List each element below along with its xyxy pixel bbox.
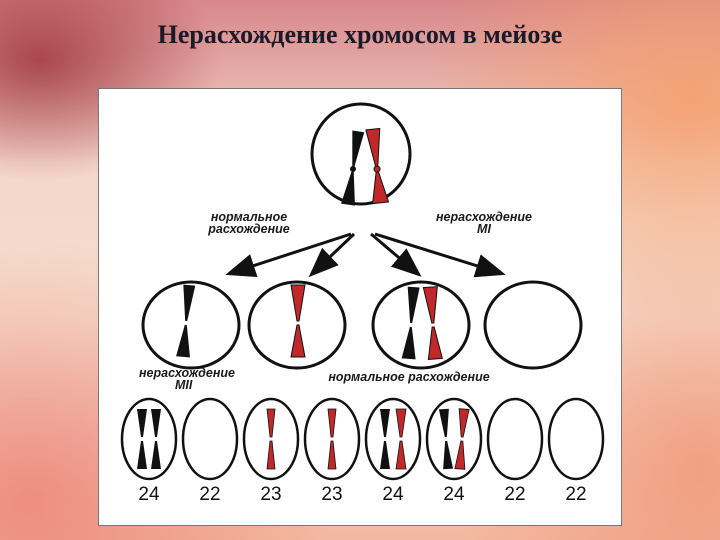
label-nondisjunction-mi-line1: нерасхождение [435, 210, 532, 224]
label-normal-second-division: нормальное расхождение [328, 370, 490, 384]
gamete-count-3: 23 [260, 484, 282, 505]
cell-d [483, 280, 583, 370]
label-normal-division: нормальное расхождение [194, 210, 304, 236]
parent-cell [310, 102, 412, 206]
chromosome-red [365, 127, 390, 205]
chromosome-black [341, 130, 365, 206]
gamete-count-2: 22 [199, 484, 221, 505]
arrow-2 [308, 232, 356, 278]
gamete-count-4: 23 [321, 484, 343, 505]
gamete-count-5: 24 [382, 484, 404, 505]
label-nondisjunction-mii: нерасхождение MII [125, 366, 249, 392]
label-nondisjunction-mii-line2: MII [175, 378, 193, 392]
meiosis-diagram: нормальное расхождение нерасхождение MI … [98, 88, 622, 526]
division-arrows [225, 232, 506, 278]
gamete-count-1: 24 [138, 484, 160, 505]
gamete-count-6: 24 [443, 484, 465, 505]
gamete-count-7: 22 [504, 484, 526, 505]
arrow-3 [370, 232, 422, 277]
label-nondisjunction-mi-line2: MI [477, 222, 491, 236]
slide-title: Нерасхождение хромосом в мейозе [157, 20, 563, 49]
cell-a [141, 280, 241, 370]
gamete-cells [120, 397, 605, 481]
arrow-1 [225, 232, 352, 277]
label-nondisjunction-mii-line1: нерасхождение [138, 366, 235, 380]
daughter-cells [141, 280, 583, 370]
label-normal-division-line2: расхождение [208, 222, 290, 236]
meiosis-drawing [120, 102, 605, 481]
label-nondisjunction-mi: нерасхождение MI [419, 210, 549, 236]
cell-c [371, 280, 471, 370]
label-normal-division-line1: нормальное [210, 210, 288, 224]
gamete-count-8: 22 [565, 484, 587, 505]
arrow-4 [374, 232, 506, 278]
